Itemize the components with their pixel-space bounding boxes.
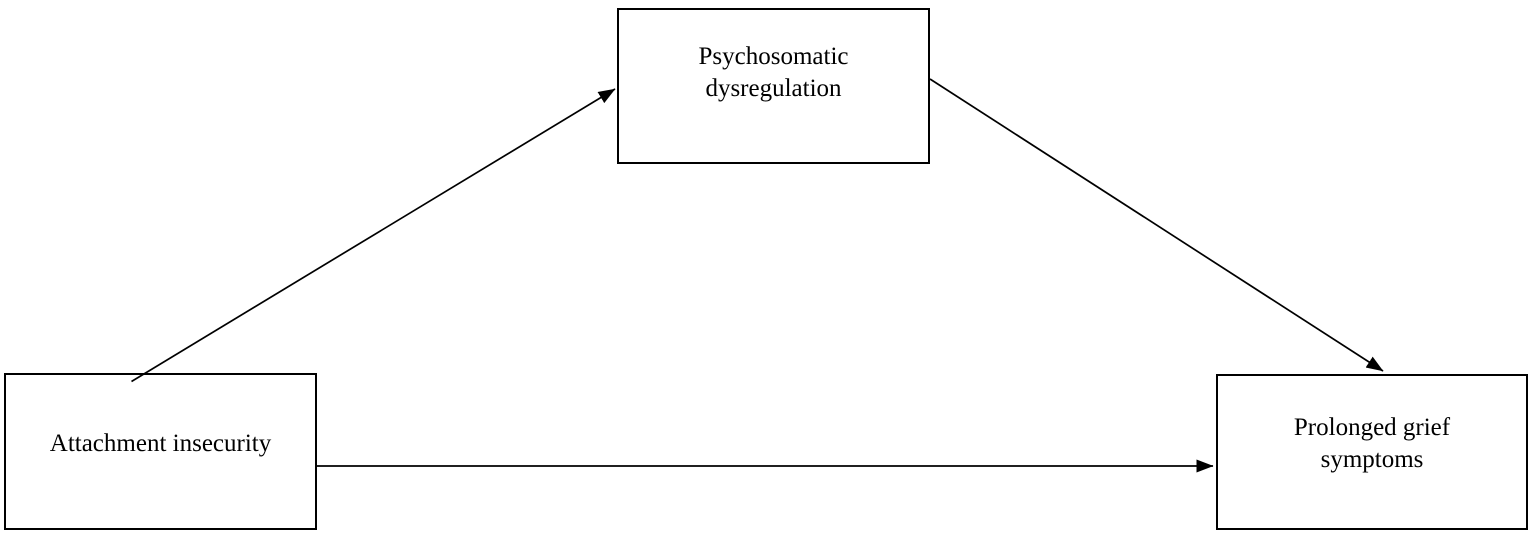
node-label-mediator: Psychosomatic dysregulation [698,43,849,102]
arrow-mediator-to-outcome [929,78,1384,372]
node-prolonged-grief-symptoms: Prolonged grief symptoms [1216,374,1528,530]
node-label-predictor: Attachment insecurity [49,429,272,457]
arrow-predictor-to-mediator [131,88,616,383]
node-psychosomatic-dysregulation: Psychosomatic dysregulation [617,8,930,164]
node-attachment-insecurity: Attachment insecurity [4,373,317,530]
node-label-outcome: Prolonged grief symptoms [1293,414,1451,473]
